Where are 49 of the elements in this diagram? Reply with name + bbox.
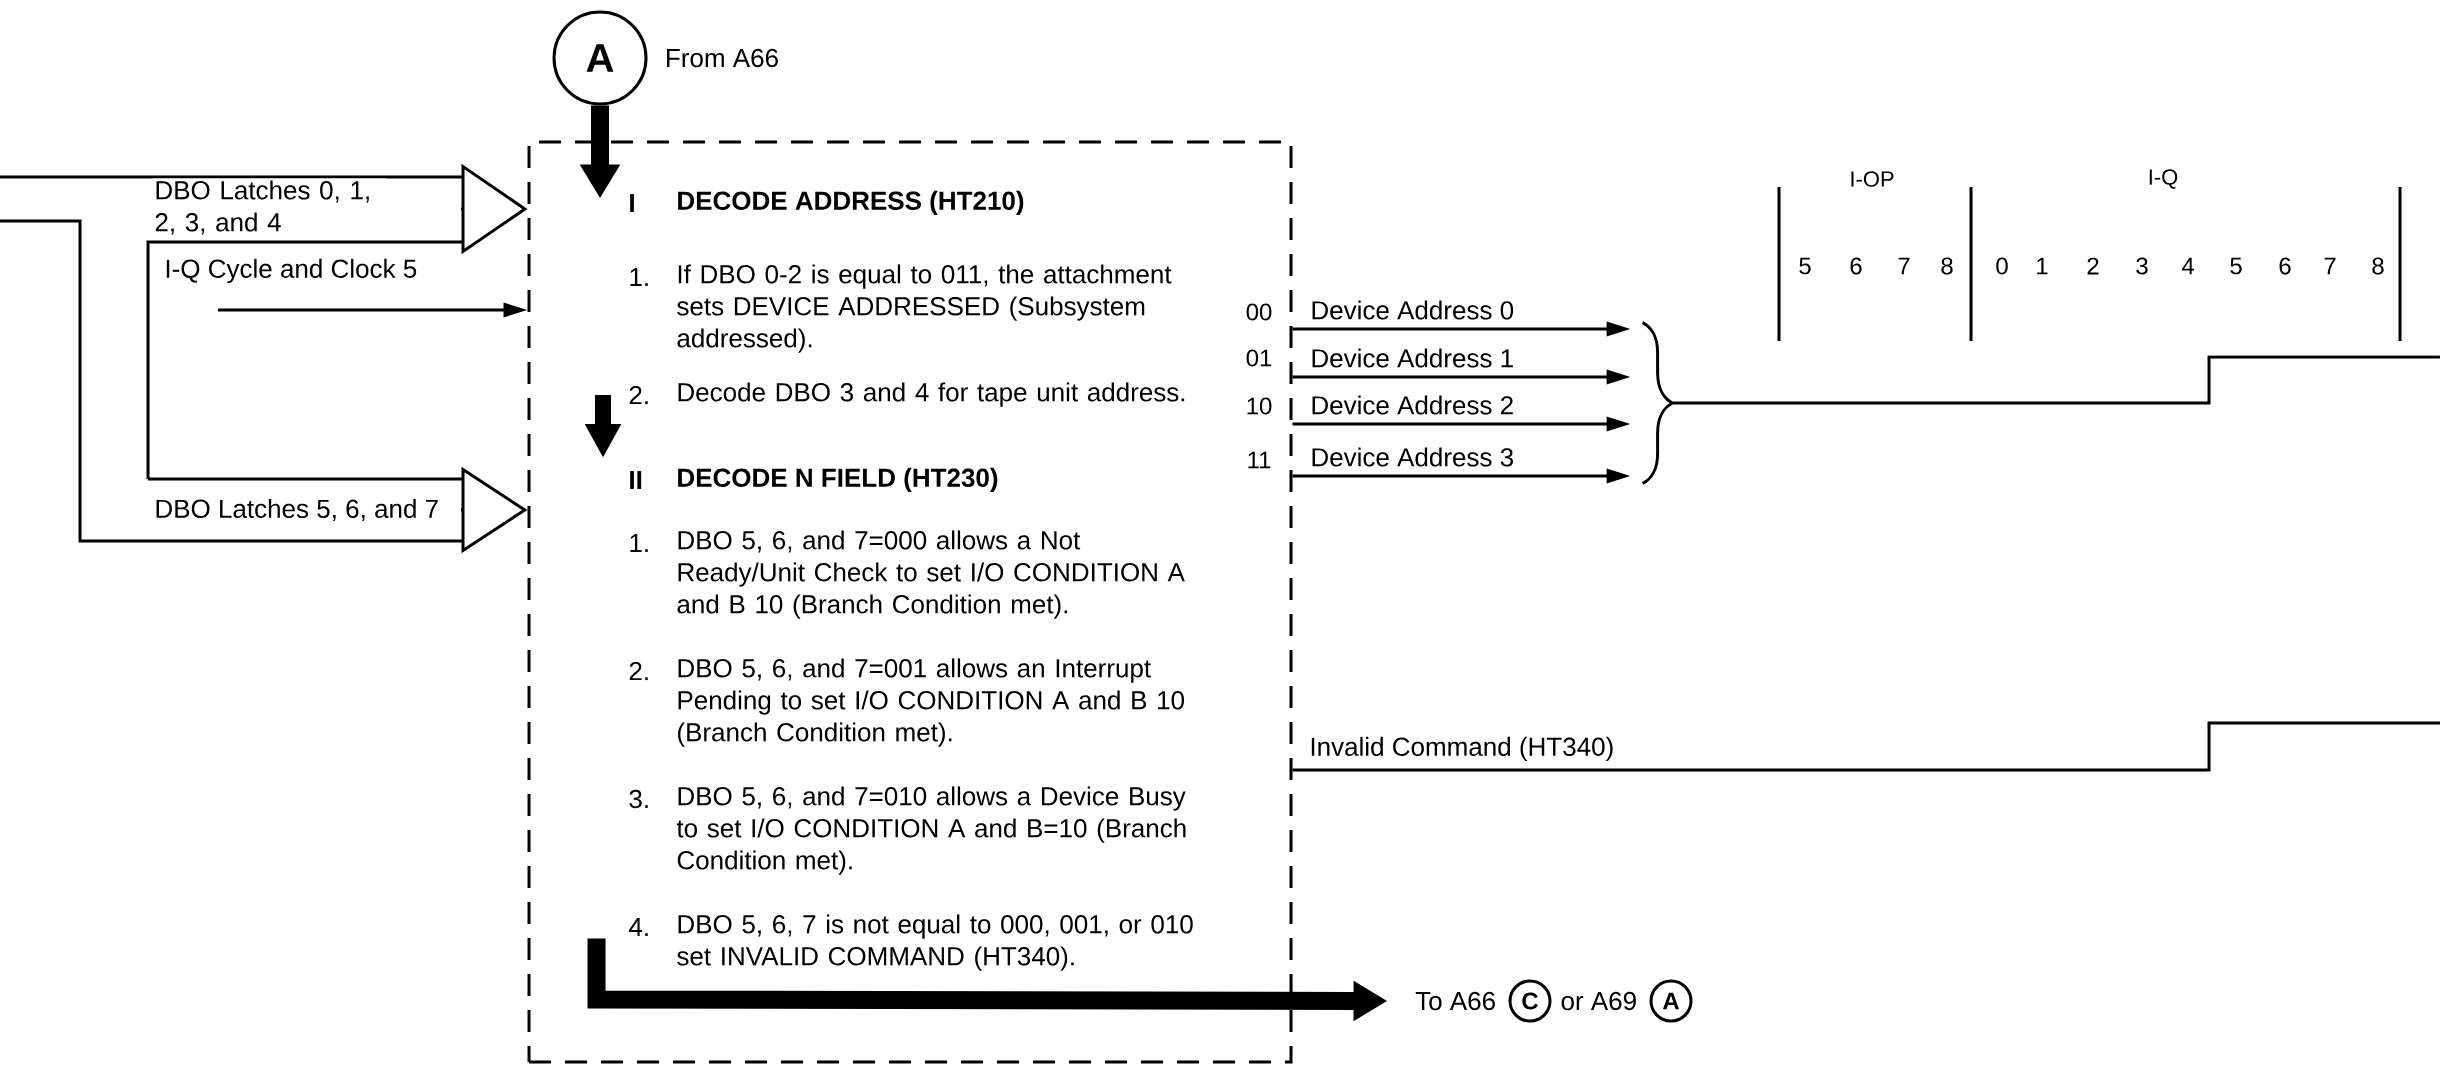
step-heading: DECODE N FIELD (HT230)	[678, 467, 998, 493]
bit-number: 6	[1850, 257, 1862, 275]
step-number: 2.	[629, 661, 648, 681]
signal-line	[1673, 355, 2440, 405]
step-text: DBO 5, 6, and 7=010 allows a Device Busy to set I/O CONDITION A and B=10 (Branch Condition met).	[676, 786, 1186, 875]
bit-number: 8	[2372, 257, 2384, 275]
step-number: 4.	[629, 918, 648, 936]
bit-number: 6	[2279, 257, 2291, 275]
step-heading: DECODE ADDRESS (HT210)	[678, 190, 1024, 216]
bit-number: 5	[1799, 257, 1811, 275]
bit-number: 3	[2136, 257, 2148, 275]
signal-line	[1292, 721, 2440, 772]
edge-label: I-Q Cycle and Clock 5	[162, 256, 420, 286]
bit-number: 8	[1941, 257, 1953, 275]
edge-label: Device Address 0	[1308, 298, 1517, 322]
edge-label: Invalid Command (HT340)	[1307, 734, 1617, 764]
step-number: 1.	[630, 534, 648, 552]
step-number: I	[630, 194, 634, 212]
bit-number: 4	[2181, 257, 2194, 275]
step-text: DBO 5, 6, and 7=000 allows a Not Ready/Unit Check to set I/O CONDITION A and B 10 (Branch Condition met).	[677, 530, 1185, 619]
address-code: 01	[1246, 349, 1272, 367]
bit-number: 0	[1996, 257, 2008, 275]
address-code: 00	[1246, 303, 1272, 321]
connector-note: To A66	[1415, 991, 1495, 1011]
step-text: Decode DBO 3 and 4 for tape unit address.	[678, 382, 1185, 407]
step-text: DBO 5, 6, and 7=001 allows an Interrupt Pending to set I/O CONDITION A and B 10 (Branch Condition met).	[678, 658, 1184, 747]
address-code: 11	[1248, 451, 1271, 469]
step-text: If DBO 0-2 is equal to 011, the attachment sets DEVICE ADDRESSED (Subsystem addressed).	[677, 264, 1172, 353]
bit-number: 1	[2037, 257, 2048, 275]
step-number: 3.	[629, 789, 648, 809]
step-number: 2.	[629, 385, 648, 405]
connector-note: From A66	[667, 48, 778, 68]
bit-number: 7	[2324, 257, 2336, 275]
brace	[1641, 321, 1675, 485]
field-name: I-OP	[1851, 171, 1894, 187]
address-code: 10	[1247, 397, 1272, 415]
bit-number: 5	[2230, 257, 2242, 275]
edge-label: Device Address 2	[1308, 393, 1517, 417]
edge-label: Device Address 3	[1308, 445, 1517, 469]
bit-number: 2	[2087, 257, 2099, 275]
step-number: 1.	[630, 268, 648, 286]
field-name: I-Q	[2149, 169, 2178, 189]
step-number: II	[630, 471, 642, 489]
step-text: DBO 5, 6, 7 is not equal to 000, 001, or 010 set INVALID COMMAND (HT340).	[677, 914, 1193, 971]
connector-note: or A69	[1561, 991, 1636, 1011]
bit-number: 7	[1898, 257, 1910, 275]
edge-label: Device Address 1	[1308, 346, 1517, 370]
edge-label: DBO Latches 0, 1, 2, 3, and 4	[152, 178, 387, 237]
edge-label: DBO Latches 5, 6, and 7	[152, 496, 442, 524]
